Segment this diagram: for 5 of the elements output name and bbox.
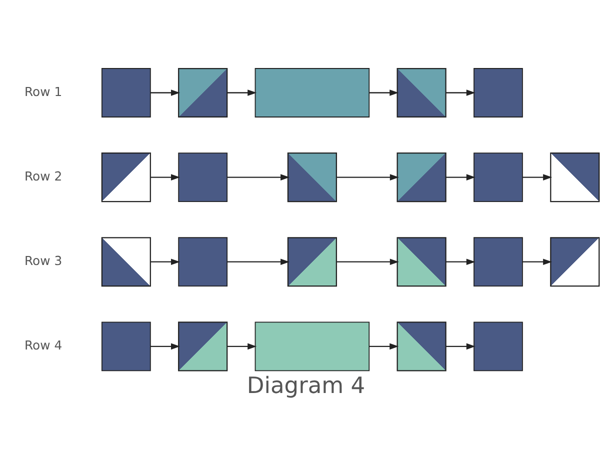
caption: Diagram 4 [246,372,366,399]
label: Row 1 [24,83,62,98]
label: Row 2 [24,168,62,183]
label: Row 3 [24,252,62,268]
label: Row 4 [24,337,62,352]
